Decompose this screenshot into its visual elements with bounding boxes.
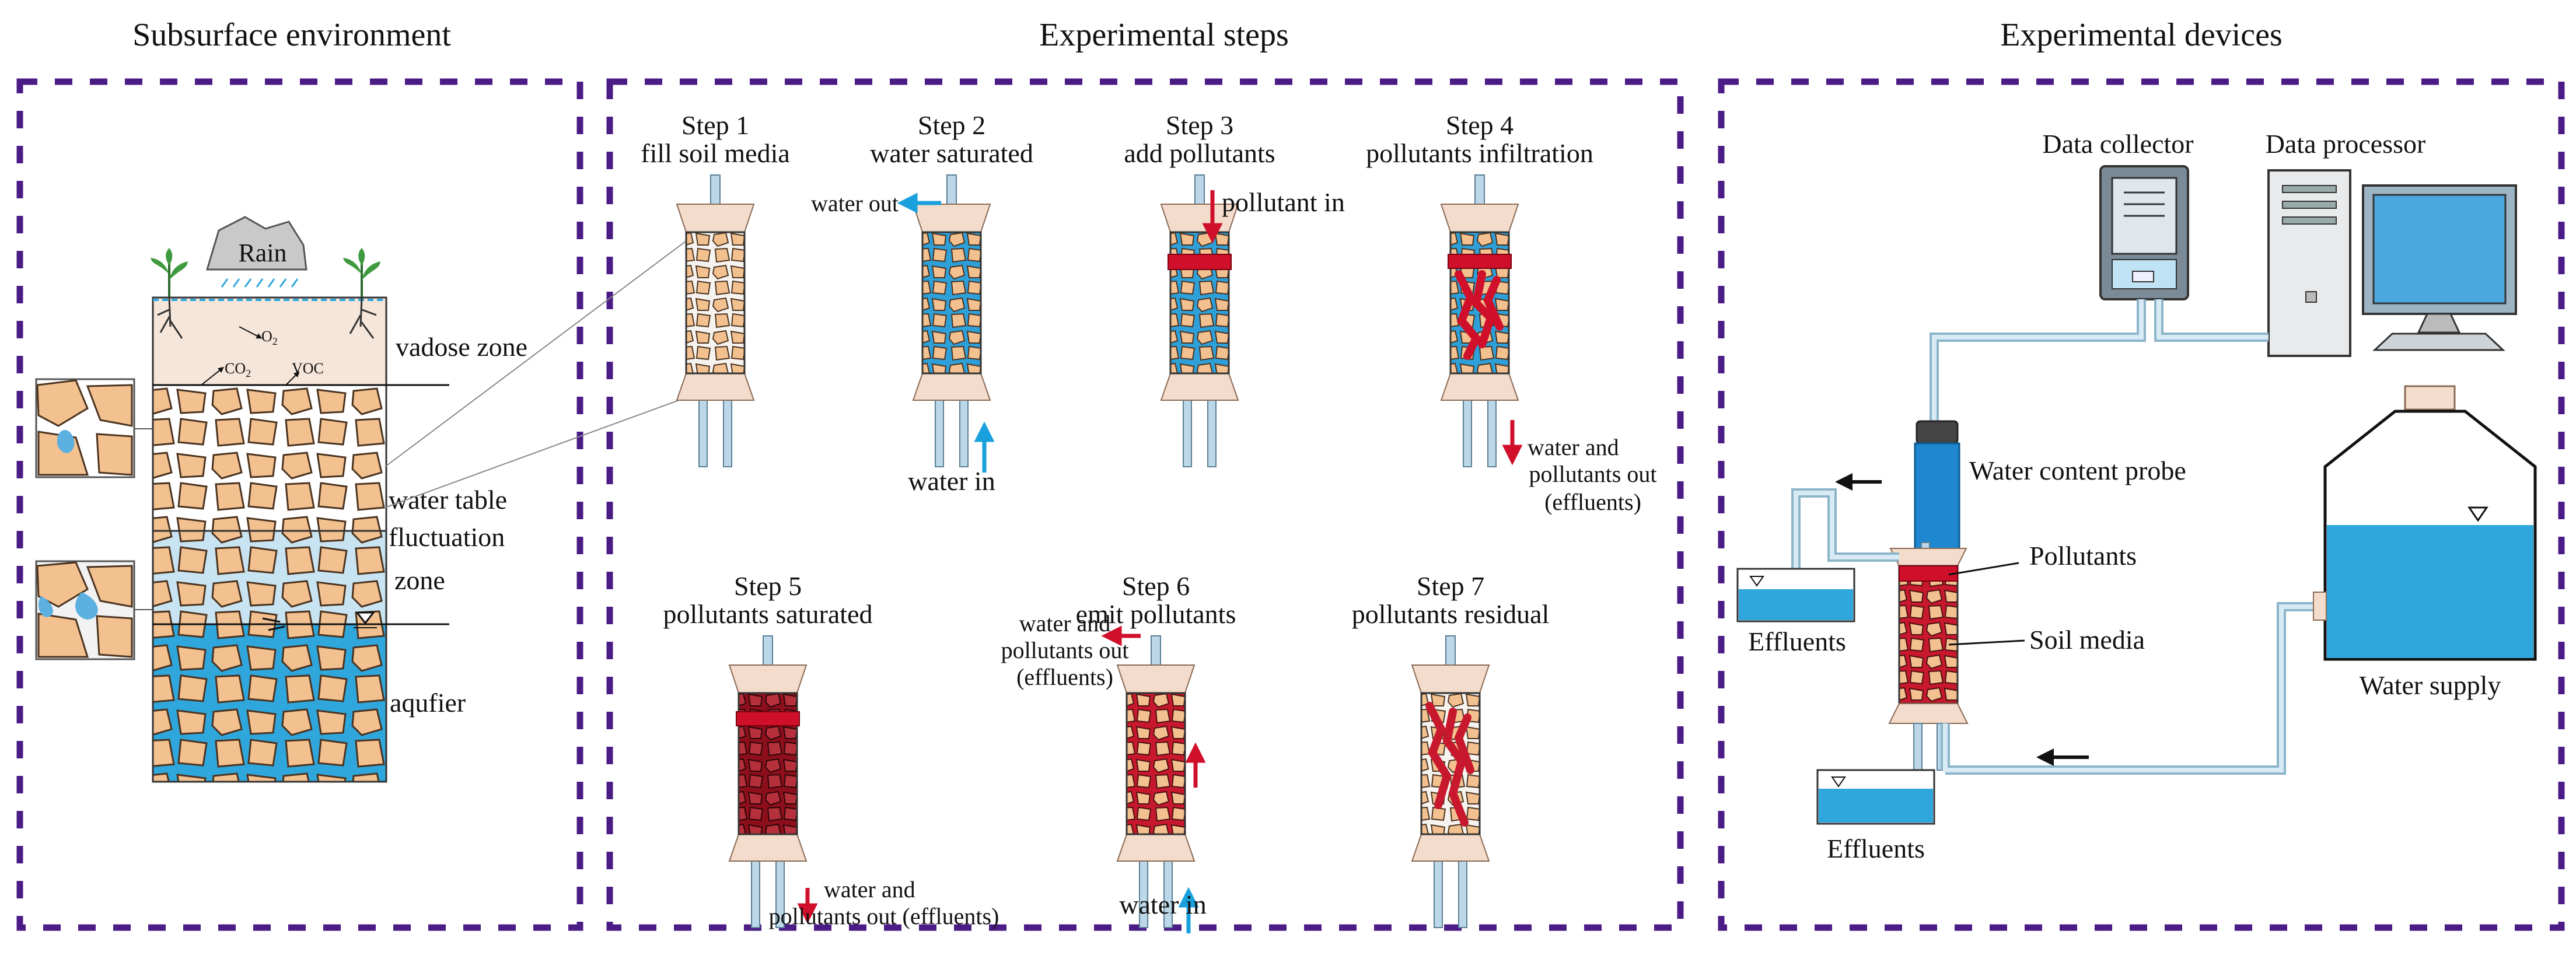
step-1-column [685,231,746,375]
plant-right-icon [343,248,380,298]
soil-media-label: Soil media [2029,625,2145,655]
rain-label: Rain [238,239,286,267]
devices-title: Experimental devices [2000,17,2283,53]
o2-label: O2 [261,328,278,347]
step-3-desc: add pollutants [1124,138,1275,168]
plant-left-icon [151,248,188,298]
step-5-out-2: pollutants out (effluents) [769,903,999,929]
pollutants-label: Pollutants [2029,541,2137,571]
rain-drops-icon [221,278,299,288]
step-5-out-1: water and [824,876,915,902]
step-3-pollutant-in: pollutant in [1222,187,1345,217]
step-3-column [1169,231,1230,375]
water-content-probe-icon [1914,420,1960,559]
co2-label: CO2 [225,360,251,379]
rain-cloud-icon [205,216,307,271]
step-6-water-in: water in [1119,890,1206,919]
step-7-residual [1425,702,1474,827]
step-7-desc: pollutants residual [1352,599,1550,629]
subsurface-diagram: Rain O2 CO2 VOC [35,216,527,783]
bottom-effluent-tank [1816,769,1935,825]
steps-title: Experimental steps [1039,17,1289,53]
data-collector-label: Data collector [2042,129,2193,159]
devices-panel-border [1718,78,2565,931]
water-content-probe-label: Water content probe [1969,456,2186,485]
capillary-zone-block [152,530,387,625]
effluents-top-label: Effluents [1748,627,1846,656]
step-6-column [1126,692,1186,835]
step-6-out-3: (effluents) [1016,664,1113,690]
step-4-infiltration-paths [1455,270,1504,360]
step-6-desc: emit pollutants [1076,599,1236,629]
step-6-title: Step 6 [1122,571,1190,601]
collector-processor-cable [2154,299,2269,342]
data-processor-icon [2267,169,2517,357]
vadose-zone-label: vadose zone [396,332,527,362]
aquifer-block [152,623,387,783]
device-column [1888,542,1969,771]
step-2-desc: water saturated [870,138,1033,168]
step-6-out-1: water and [1019,610,1111,636]
step-3-title: Step 3 [1166,110,1233,140]
step-3: Step 3 add pollutants pollutant in [1124,110,1345,467]
step-2-water-in: water in [908,466,995,496]
subsurface-title: Subsurface environment [132,17,451,53]
top-effluent-pipe [1791,488,1899,575]
step-2-water-out: water out [811,190,899,216]
step-4-out-2: pollutants out [1529,461,1657,487]
data-processor-label: Data processor [2266,129,2426,159]
step-1-desc: fill soil media [641,138,790,168]
step-4-out-1: water and [1528,434,1619,460]
water-supply-tank [2313,385,2537,661]
water-table-label-3: zone [394,565,445,595]
step-2: Step 2 water saturated water out water i… [811,110,1033,496]
step-5-desc: pollutants saturated [663,599,873,629]
step-6: Step 6 emit pollutants water and polluta… [1001,571,1236,933]
device-soil-media [1898,565,1959,705]
step-1-title: Step 1 [681,110,749,140]
top-effluent-tank [1736,568,1855,622]
step-5: Step 5 pollutants saturated water and po… [663,571,999,929]
step-3-pollutant-layer [1168,254,1232,270]
step-4-out-3: (effluents) [1544,489,1641,515]
step-2-title: Step 2 [918,110,985,140]
step-7-title: Step 7 [1417,571,1484,601]
water-table-label-2: fluctuation [389,522,505,552]
collector-probe-cable [1930,299,2146,426]
device-pollutant-layer [1899,565,1958,582]
subsurface-panel-border [16,78,583,931]
step-4-title: Step 4 [1446,110,1514,140]
data-collector-icon [2099,165,2189,300]
step-2-column [921,231,982,375]
water-supply-label: Water supply [2360,670,2501,700]
step-5-title: Step 5 [734,571,802,601]
aquifer-label: aqufier [390,688,466,718]
step-1: Step 1 fill soil media [641,110,790,467]
step-4-desc: pollutants infiltration [1366,138,1593,168]
step-7: Step 7 pollutants residual [1352,571,1550,928]
fluctuation-zone-block [152,384,387,532]
step-4: Step 4 pollutants infiltration water and… [1366,110,1656,515]
effluents-bottom-label: Effluents [1827,834,1925,863]
water-table-icon [355,611,376,625]
step-6-out-2: pollutants out [1001,637,1129,663]
